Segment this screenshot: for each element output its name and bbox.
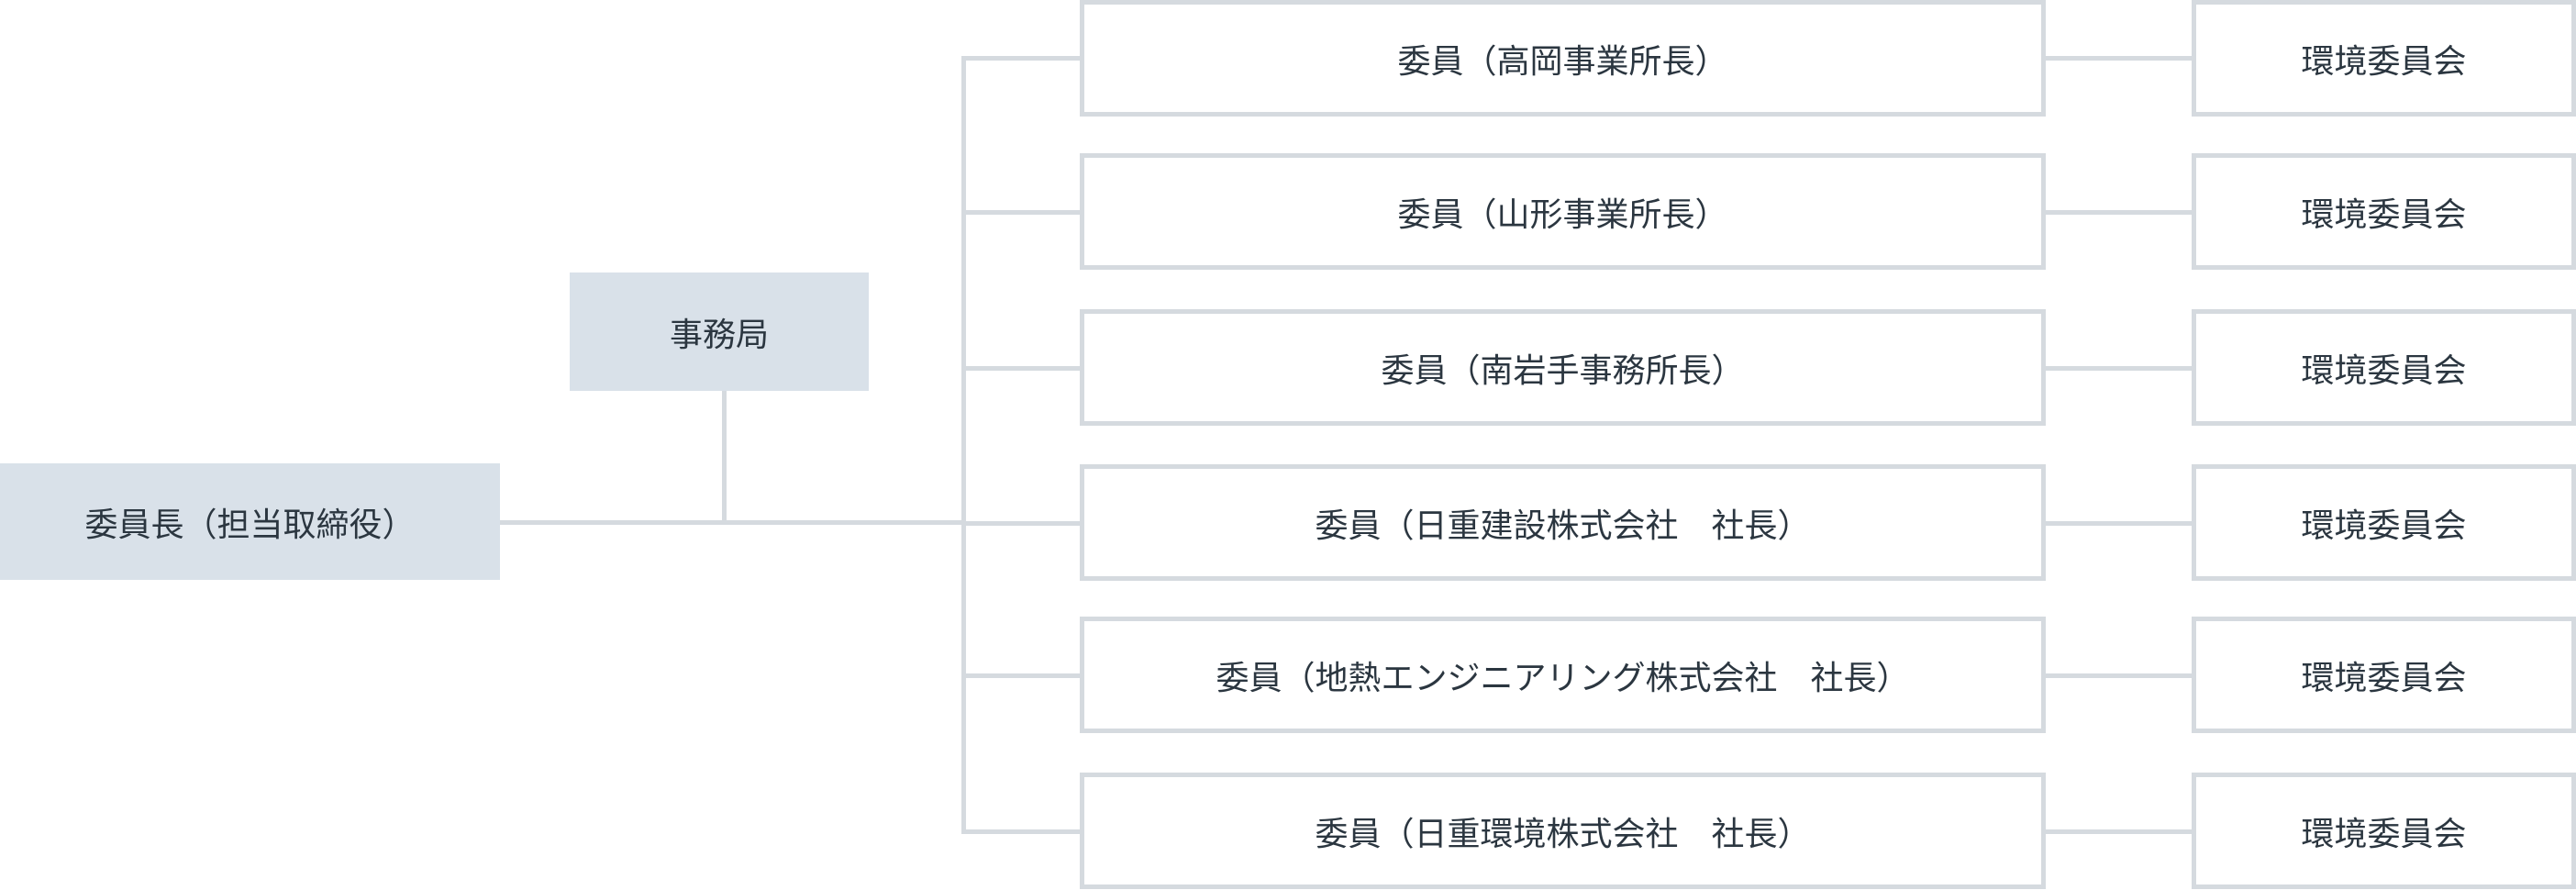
chairman-label: 委員長（担当取締役） [84,506,416,544]
member-box: 委員（山形事業所長） [1080,153,2046,270]
committee-box: 環境委員会 [2192,464,2576,581]
branch-line [963,56,1080,61]
member-box: 委員（南岩手事務所長） [1080,309,2046,426]
committee-box: 環境委員会 [2192,773,2576,889]
committee-box: 環境委員会 [2192,0,2576,117]
branch-line [963,673,1080,678]
committee-label: 環境委員会 [2301,659,2467,697]
committee-connector [2046,366,2192,371]
secretariat-label: 事務局 [669,316,769,354]
committee-label: 環境委員会 [2301,42,2467,81]
branch-line [963,366,1080,371]
connector-chairman-trunk [500,520,966,525]
secretariat-box: 事務局 [570,273,869,391]
committee-box: 環境委員会 [2192,309,2576,426]
member-box: 委員（地熱エンジニアリング株式会社 社長） [1080,617,2046,733]
member-box: 委員（日重建設株式会社 社長） [1080,464,2046,581]
committee-box: 環境委員会 [2192,617,2576,733]
trunk-line [961,56,966,834]
member-box: 委員（日重環境株式会社 社長） [1080,773,2046,889]
committee-connector [2046,673,2192,678]
member-label: 委員（南岩手事務所長） [1381,351,1745,390]
member-label: 委員（日重環境株式会社 社長） [1315,815,1811,853]
committee-box: 環境委員会 [2192,153,2576,270]
member-box: 委員（高岡事業所長） [1080,0,2046,117]
member-label: 委員（日重建設株式会社 社長） [1315,506,1811,545]
chairman-box: 委員長（担当取締役） [0,463,500,580]
connector-secretariat [722,391,727,523]
branch-line [963,829,1080,834]
branch-line [963,210,1080,215]
committee-connector [2046,56,2192,61]
member-label: 委員（山形事業所長） [1397,195,1728,234]
member-label: 委員（地熱エンジニアリング株式会社 社長） [1216,659,1910,697]
committee-connector [2046,210,2192,215]
committee-connector [2046,829,2192,834]
branch-line [963,521,1080,526]
committee-label: 環境委員会 [2301,506,2467,545]
committee-label: 環境委員会 [2301,195,2467,234]
committee-label: 環境委員会 [2301,351,2467,390]
committee-connector [2046,521,2192,526]
member-label: 委員（高岡事業所長） [1397,42,1728,81]
committee-label: 環境委員会 [2301,815,2467,853]
